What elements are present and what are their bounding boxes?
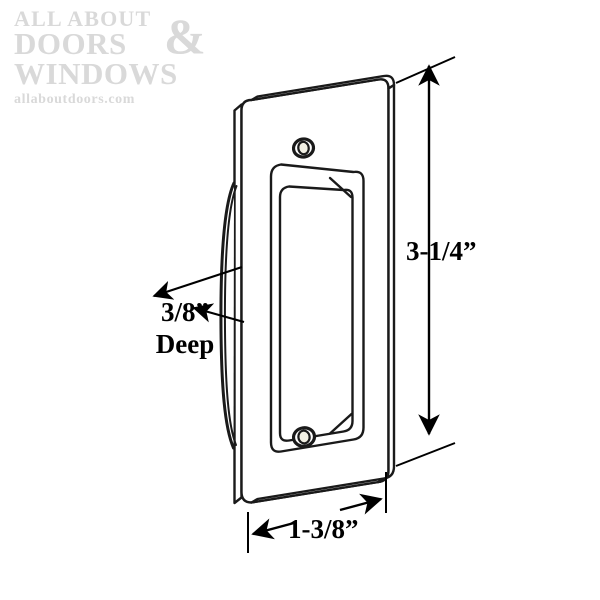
width-arrow-right	[339, 493, 383, 515]
flush-pull-part	[219, 74, 396, 505]
screw-hole-top	[291, 137, 316, 159]
pocket-depth-profile-inner	[223, 185, 238, 446]
pocket-depth-profile-outer	[219, 181, 236, 450]
screw-hole-top-inner	[297, 140, 310, 156]
width-arrow-left	[251, 518, 295, 540]
depth-leader-upper	[152, 265, 243, 300]
recessed-pocket-floor	[278, 185, 354, 442]
depth-leader-lower	[192, 303, 245, 324]
dimension-width	[247, 472, 387, 553]
height-extension-line-bottom	[395, 442, 456, 467]
dimension-width-label: 1-3/8”	[288, 514, 359, 544]
screw-hole-bottom-inner	[297, 429, 311, 445]
dimension-depth-qualifier: Deep	[155, 329, 215, 359]
pocket-chamfer-top	[328, 176, 353, 199]
dimension-height-label: 3-1/4”	[406, 236, 477, 266]
dimension-depth-label: 3/8”	[160, 297, 209, 327]
plate-bottom-edge	[250, 477, 386, 504]
dimension-height	[395, 56, 456, 467]
pocket-chamfer-bottom	[328, 412, 353, 435]
height-extension-line-top	[395, 56, 456, 84]
screw-hole-bottom	[291, 426, 317, 448]
dimension-depth-label-group: 3/8” Deep	[131, 297, 239, 360]
dimension-depth	[152, 265, 245, 324]
